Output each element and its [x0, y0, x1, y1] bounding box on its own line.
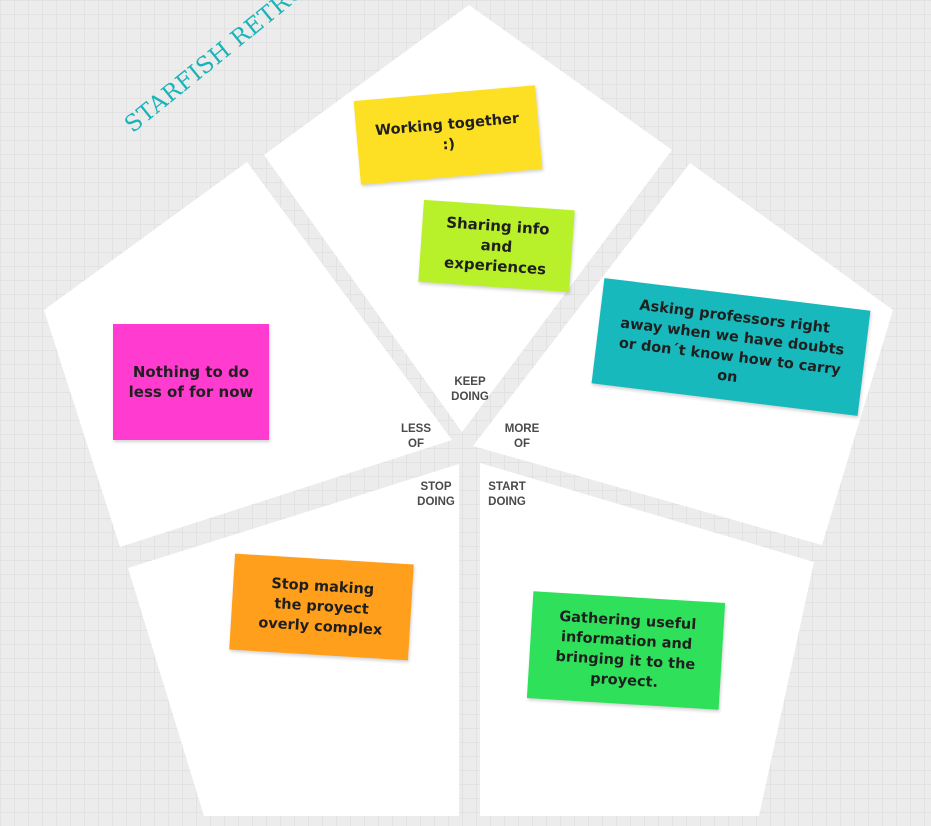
- zone-label-less-line-2: OF: [408, 438, 424, 450]
- zone-label-keep-line-1: KEEP: [454, 376, 486, 388]
- zone-label-more-line-2: OF: [514, 438, 530, 450]
- sticky-note-stop-complex[interactable]: Stop making the proyect overly complex: [229, 553, 414, 661]
- sticky-note-working-together[interactable]: Working together :): [353, 85, 543, 185]
- zone-label-stop-line-1: STOP: [420, 481, 452, 493]
- zone-label-keep-line-2: DOING: [451, 391, 489, 403]
- zone-label-more-of: MORE OF: [492, 422, 552, 452]
- sticky-note-nothing-less[interactable]: Nothing to do less of for now: [113, 324, 269, 440]
- zone-label-stop-line-2: DOING: [417, 496, 455, 508]
- zone-label-more-line-1: MORE: [504, 423, 540, 435]
- zone-label-less-of: LESS OF: [386, 422, 446, 452]
- zone-label-stop-doing: STOP DOING: [406, 480, 466, 510]
- zone-label-start-line-1: START: [488, 481, 526, 493]
- zone-label-start-line-2: DOING: [488, 496, 526, 508]
- sticky-note-sharing-info[interactable]: Sharing info and experiences: [418, 199, 575, 293]
- zone-label-keep-doing: KEEP DOING: [440, 375, 500, 405]
- zone-label-less-line-1: LESS: [400, 423, 432, 435]
- sticky-note-gathering-info[interactable]: Gathering useful information and bringin…: [526, 591, 726, 710]
- zone-label-start-doing: START DOING: [477, 480, 537, 510]
